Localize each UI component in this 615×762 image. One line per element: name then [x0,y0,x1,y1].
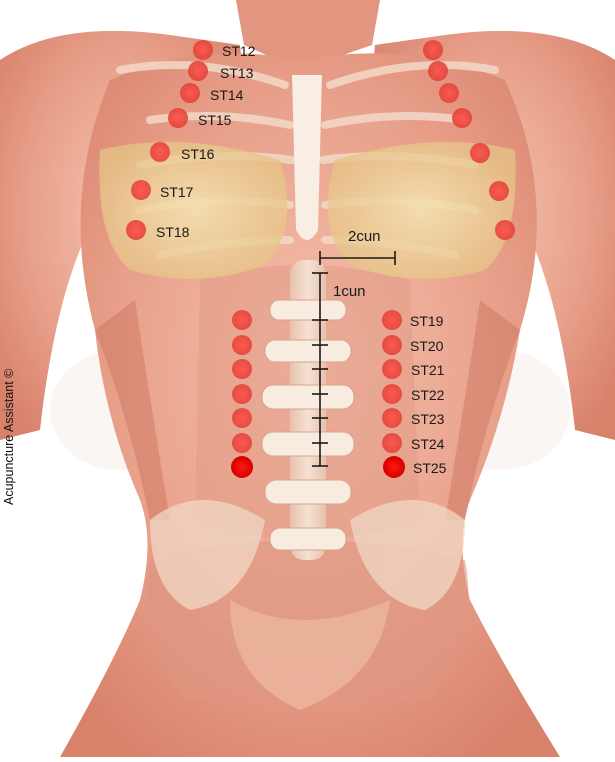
label-st22: ST22 [411,387,445,403]
acupoint-st18[interactable] [126,220,146,240]
acupoint-st16[interactable] [150,142,170,162]
acupoint-st13-mirror[interactable] [428,61,448,81]
copyright-credit: Acupuncture Assistant © [2,369,16,505]
label-st20: ST20 [410,338,444,354]
acupoint-st17[interactable] [131,180,151,200]
acupoint-st21[interactable] [382,359,402,379]
acupoint-st15[interactable] [168,108,188,128]
label-st21: ST21 [411,362,445,378]
acupoint-st16-mirror[interactable] [470,143,490,163]
label-st19: ST19 [410,313,444,329]
label-st18: ST18 [156,224,190,240]
sternum [292,75,322,240]
label-st17: ST17 [160,184,194,200]
label-st14: ST14 [210,87,244,103]
acupoint-st19[interactable] [382,310,402,330]
label-st24: ST24 [411,436,445,452]
acupoint-st21-left[interactable] [232,359,252,379]
acupoint-st20-left[interactable] [232,335,252,355]
label-st25: ST25 [413,460,447,476]
acupoint-st14-mirror[interactable] [439,83,459,103]
acupoint-st13[interactable] [188,61,208,81]
acupoint-st12-mirror[interactable] [423,40,443,60]
label-st13: ST13 [220,65,254,81]
acupoint-st24[interactable] [382,433,402,453]
acupoint-st14[interactable] [180,83,200,103]
acupoint-st24-left[interactable] [232,433,252,453]
acupoint-st18-mirror[interactable] [495,220,515,240]
acupoint-st25-left[interactable] [231,456,253,478]
acupoint-st23-left[interactable] [232,408,252,428]
acupoint-st25[interactable] [383,456,405,478]
acupoint-st23[interactable] [382,408,402,428]
acupoint-st17-mirror[interactable] [489,181,509,201]
label-st15: ST15 [198,112,232,128]
label-st23: ST23 [411,411,445,427]
acupoint-st22[interactable] [382,384,402,404]
acupoint-st19-left[interactable] [232,310,252,330]
acupoint-st15-mirror[interactable] [452,108,472,128]
label-st16: ST16 [181,146,215,162]
acupoint-st22-left[interactable] [232,384,252,404]
acupoint-st12[interactable] [193,40,213,60]
label-st12: ST12 [222,43,256,59]
one-cun-label: 1cun [333,283,366,300]
acupoint-st20[interactable] [382,335,402,355]
two-cun-label: 2cun [348,228,381,245]
